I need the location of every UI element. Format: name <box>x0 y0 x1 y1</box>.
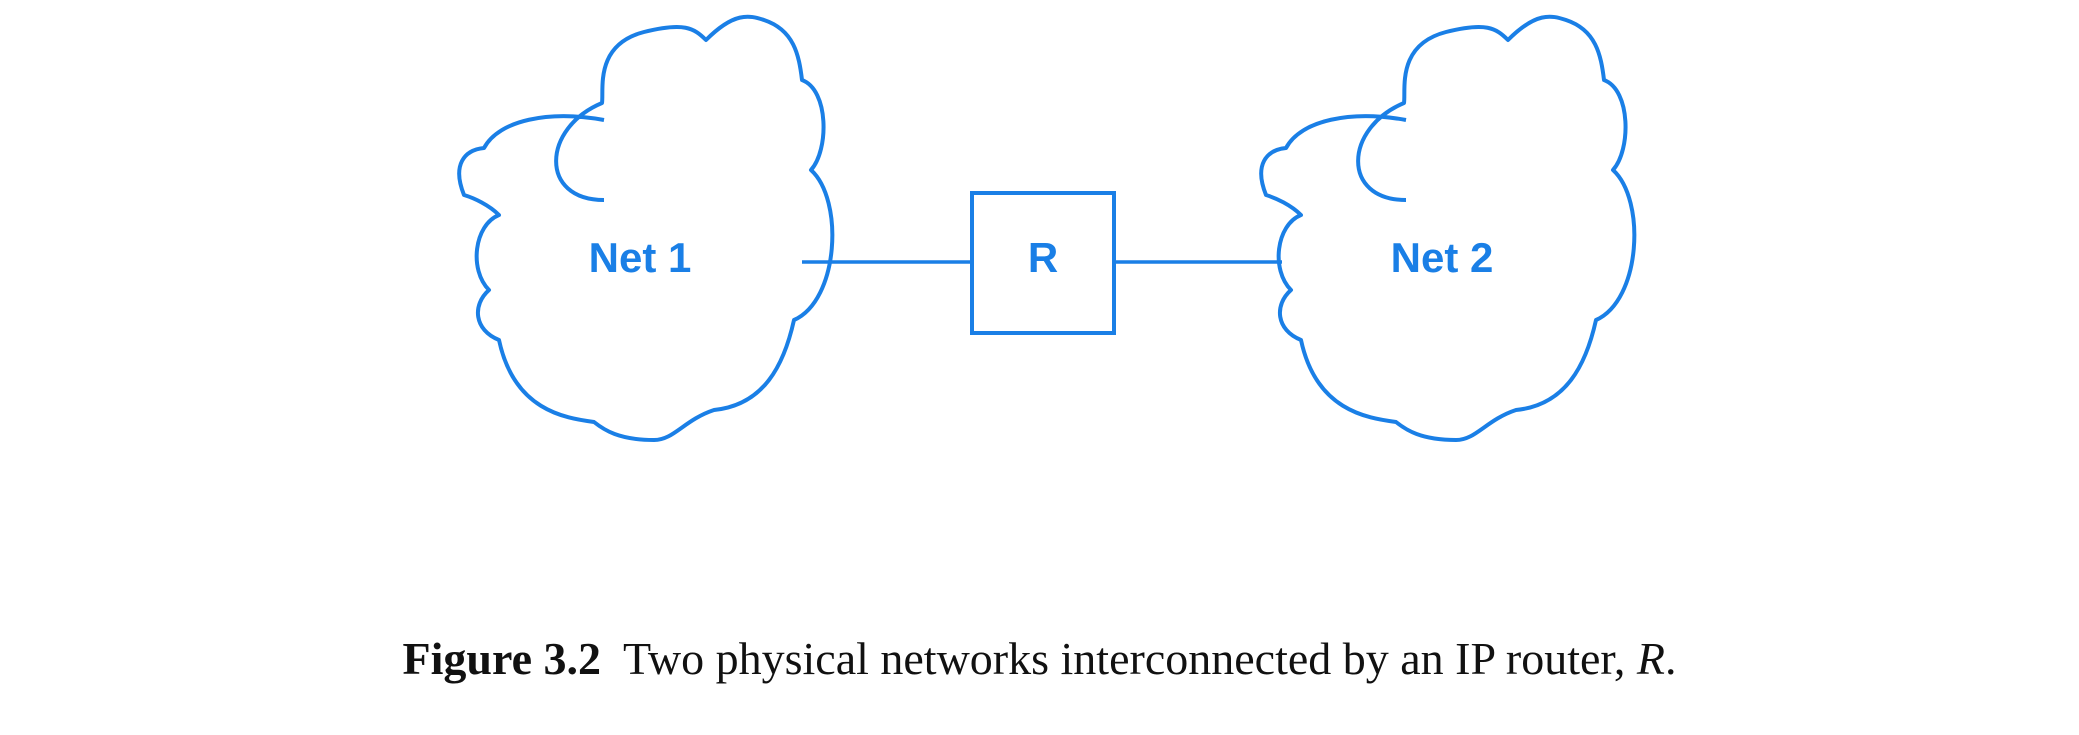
net1-cloud <box>457 14 835 442</box>
caption-end: . <box>1664 633 1677 684</box>
caption-text: Two physical networks interconnected by … <box>622 633 1626 684</box>
figure-caption: Figure 3.2 Two physical networks intercon… <box>0 632 2079 685</box>
router-label: R <box>1028 234 1058 281</box>
caption-variable: R <box>1636 633 1665 684</box>
figure-number: Figure 3.2 <box>402 633 601 684</box>
net2-cloud <box>1259 14 1637 442</box>
net2-cloud-outline <box>1259 14 1637 442</box>
router-node: R <box>970 191 1116 335</box>
net2-label: Net 2 <box>1391 234 1494 281</box>
router-box <box>970 191 1116 335</box>
net1-cloud-outline <box>457 14 835 442</box>
net1-label: Net 1 <box>589 234 692 281</box>
